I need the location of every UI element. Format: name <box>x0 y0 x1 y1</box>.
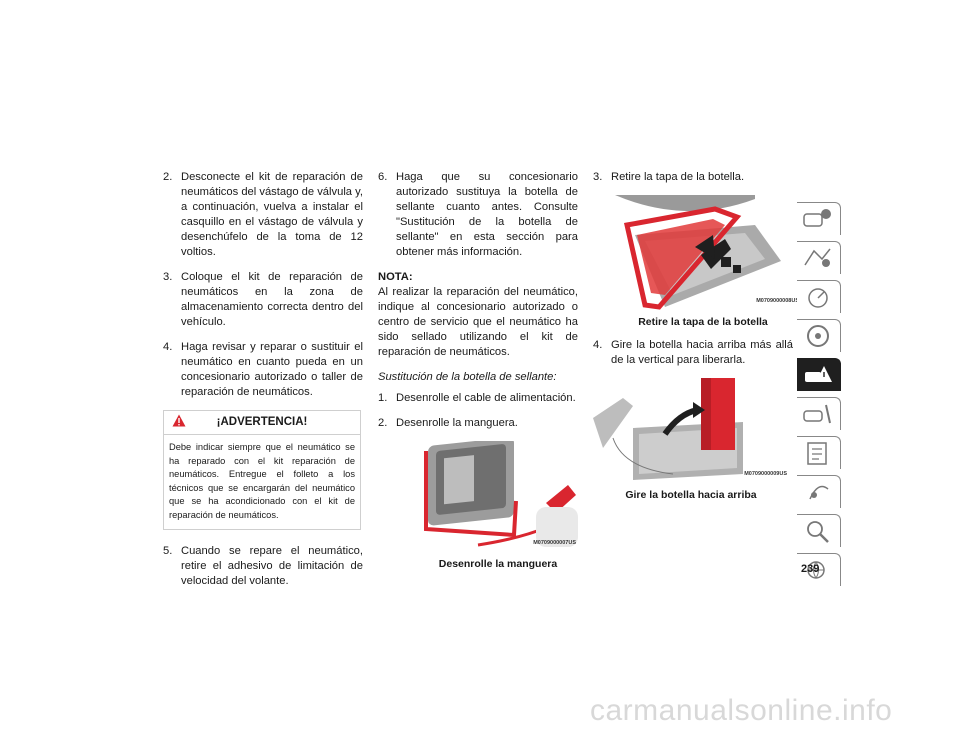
warning-title: ¡ADVERTENCIA! <box>216 416 308 428</box>
figure-caption: Desenrolle la manguera <box>438 558 558 570</box>
chapter-tabs <box>797 202 842 592</box>
specifications-icon <box>807 442 827 465</box>
note-text: Al realizar la reparación del neumático,… <box>378 286 578 358</box>
list-item: 4. Gire la botella hacia arriba más allá… <box>593 338 793 368</box>
item-text: Desconecte el kit de reparación de neumá… <box>181 171 364 258</box>
tab-index[interactable] <box>797 514 841 547</box>
item-number: 3. <box>593 171 603 183</box>
figure-remove-cap: M0709000008US <box>605 195 801 311</box>
item-text: Desenrolle el cable de alimentación. <box>396 392 576 404</box>
tab-getting-started[interactable] <box>797 241 841 274</box>
tab-starting-operating[interactable] <box>797 319 841 352</box>
list-item: 4. Haga revisar y reparar o sustituir el… <box>163 340 363 400</box>
tab-vehicle-info[interactable] <box>797 202 841 235</box>
tab-languages[interactable] <box>797 553 841 586</box>
column-middle: 6. Haga que su concesionario autorizado … <box>378 170 578 572</box>
list-item: 2. Desconecte el kit de reparación de ne… <box>163 170 363 260</box>
column-left: 2. Desconecte el kit de reparación de ne… <box>163 170 363 599</box>
item-text: Cuando se repare el neumático, retire el… <box>181 545 363 587</box>
figure-unroll-hose: M0709000007US <box>418 441 578 553</box>
list-item: 3. Coloque el kit de reparación de neumá… <box>163 270 363 330</box>
illustration-remove-cap <box>605 195 801 311</box>
vehicle-info-icon <box>803 209 831 227</box>
tab-multimedia[interactable] <box>797 475 841 508</box>
tab-servicing[interactable] <box>797 397 841 430</box>
emergency-icon <box>805 366 832 382</box>
item-number: 2. <box>378 417 388 429</box>
item-text: Haga revisar y reparar o sustituir el ne… <box>181 341 363 398</box>
tab-in-case-of-emergency[interactable] <box>797 358 841 391</box>
list-item: 5. Cuando se repare el neumático, retire… <box>163 544 363 589</box>
list-item: 3. Retire la tapa de la botella. <box>593 170 793 185</box>
item-number: 5. <box>163 545 173 557</box>
steering-wheel-icon <box>807 325 829 347</box>
multimedia-icon <box>809 485 829 500</box>
item-number: 4. <box>593 339 603 351</box>
illustration-unroll-hose <box>418 441 578 553</box>
footer-watermark: carmanualsonline.info <box>590 694 893 727</box>
list-item: 1. Desenrolle el cable de alimentación. <box>378 391 578 406</box>
item-text: Coloque el kit de reparación de neumá­ti… <box>181 271 363 328</box>
item-number: 1. <box>378 392 388 404</box>
item-number: 4. <box>163 341 173 353</box>
figure-rotate-bottle: M0709000009US <box>593 378 789 484</box>
column-right: 3. Retire la tapa de la botella. M070900… <box>593 170 801 503</box>
warning-header: ¡ADVERTENCIA! <box>164 411 360 435</box>
page-number: 239 <box>801 563 820 575</box>
item-text: Haga que su concesionario autorizado sus… <box>396 171 578 258</box>
dashboard-icon <box>808 288 828 308</box>
list-item: 2. Desenrolle la manguera. <box>378 416 578 431</box>
item-number: 6. <box>378 171 388 183</box>
figure-caption: Gire la botella hacia arriba <box>625 489 757 501</box>
note-label: NOTA: <box>378 271 413 283</box>
figure-code: M0709000008US <box>756 298 799 304</box>
section-subheading: Sustitución de la botella de sellante: <box>378 371 557 383</box>
item-text: Desenrolle la manguera. <box>396 417 518 429</box>
list-item: 6. Haga que su concesionario autorizado … <box>378 170 578 260</box>
item-number: 3. <box>163 271 173 283</box>
getting-started-icon <box>804 248 831 267</box>
service-icon <box>803 404 831 424</box>
item-text: Gire la botella hacia arriba más allá de… <box>611 339 793 366</box>
warning-triangle-icon <box>172 414 186 427</box>
language-icon <box>807 561 825 579</box>
warning-body: Debe indicar siempre que el neumático se… <box>169 442 355 520</box>
item-number: 2. <box>163 171 173 183</box>
figure-caption: Retire la tapa de la botella <box>638 316 768 328</box>
illustration-rotate-bottle <box>593 378 789 484</box>
tab-specifications[interactable] <box>797 436 841 469</box>
item-text: Retire la tapa de la botella. <box>611 171 745 183</box>
tab-dashboard[interactable] <box>797 280 841 313</box>
figure-code: M0709000007US <box>533 540 576 546</box>
index-search-icon <box>807 521 829 543</box>
figure-code: M0709000009US <box>744 471 787 477</box>
warning-box: ¡ADVERTENCIA! Debe indicar siempre que e… <box>163 410 361 530</box>
